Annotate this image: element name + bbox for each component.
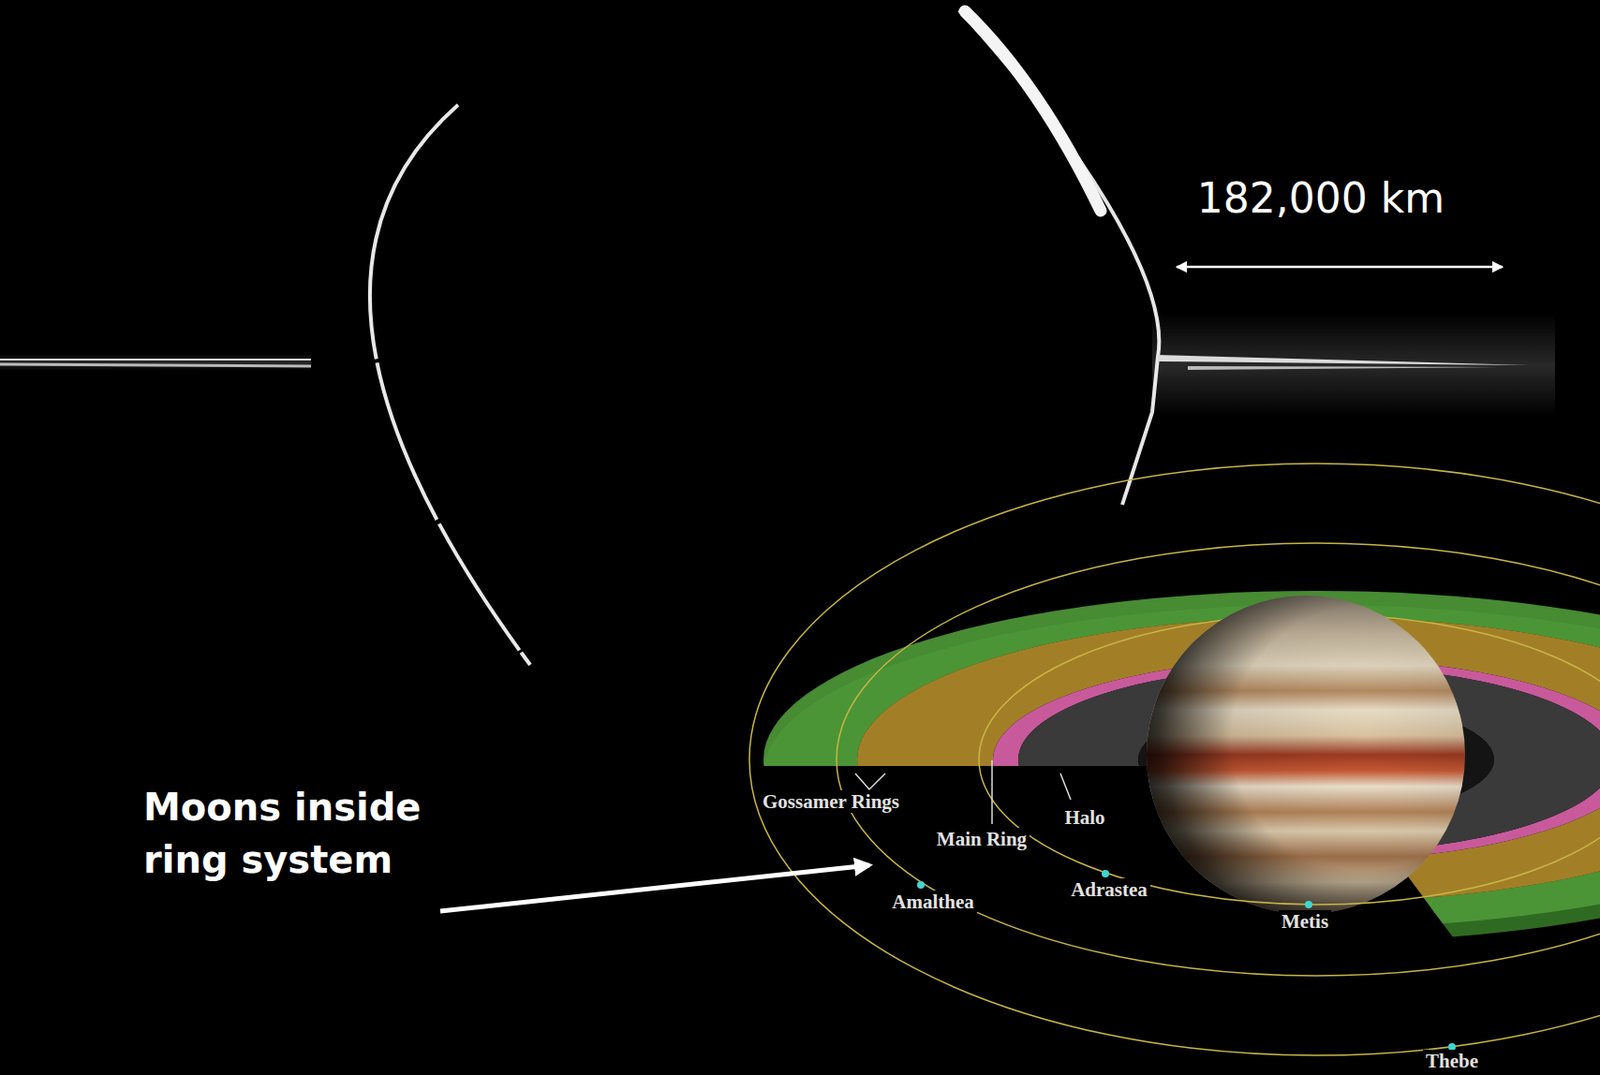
callout-note: Moons inside ring system xyxy=(140,781,465,887)
moon-label: Amalthea xyxy=(888,890,978,914)
ring-label: Gossamer Rings xyxy=(759,790,903,814)
moon-label: Metis xyxy=(1278,910,1332,934)
ring-label: Halo xyxy=(1061,806,1108,830)
moon-label: Adrastea xyxy=(1067,878,1151,902)
ring-label: Main Ring xyxy=(933,828,1030,851)
moon-label: Thebe xyxy=(1422,1050,1482,1073)
dimension-label: 182,000 km xyxy=(1194,175,1448,223)
